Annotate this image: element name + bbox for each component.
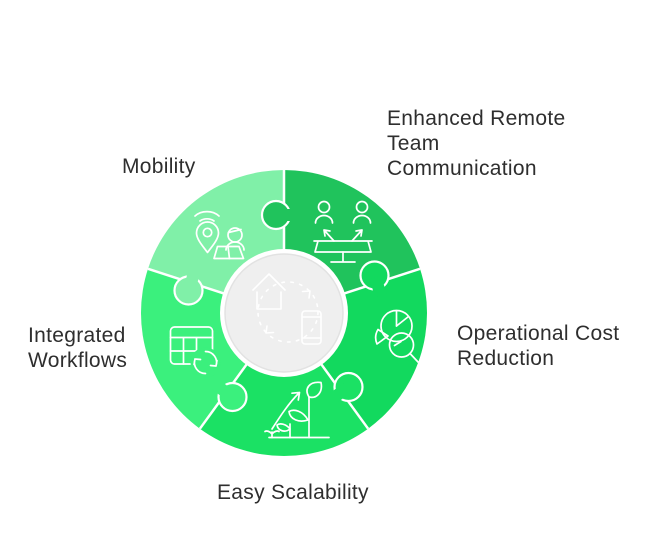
label-mobility: Mobility [122, 154, 196, 179]
puzzle-neck-operational [369, 275, 387, 298]
label-line: Easy Scalability [217, 481, 369, 504]
label-line: Reduction [457, 347, 555, 370]
center-circle [224, 253, 344, 373]
team-over-screen-icon [313, 200, 373, 263]
puzzle-neck-mobility [183, 268, 201, 291]
smartphone-icon [301, 310, 322, 345]
label-line: Communication [387, 157, 537, 180]
label-line: Integrated [28, 324, 126, 347]
label-line: Enhanced Remote [387, 107, 566, 130]
puzzle-neck-workflows [211, 379, 235, 401]
sync-dashed-circle-icon [257, 281, 319, 343]
house-icon [252, 273, 286, 310]
table-refresh-icon [169, 326, 221, 378]
location-pin-laptop-user-icon [194, 210, 245, 260]
label-operational-cost-reduction: Operational Cost Reduction [457, 321, 619, 371]
pie-chart-magnifier-icon [374, 309, 420, 364]
puzzle-neck-scalability [327, 383, 351, 405]
label-line: Workflows [28, 349, 128, 372]
label-enhanced-remote-team-communication: Enhanced Remote Team Communication [387, 106, 565, 181]
label-integrated-workflows: Integrated Workflows [28, 323, 127, 373]
growing-plant-arrow-icon [264, 381, 330, 439]
label-line: Operational Cost [457, 322, 620, 345]
segment-easy-scalability [199, 313, 369, 457]
label-easy-scalability: Easy Scalability [217, 480, 369, 505]
label-line: Mobility [122, 155, 196, 178]
label-line: Team [387, 132, 440, 155]
